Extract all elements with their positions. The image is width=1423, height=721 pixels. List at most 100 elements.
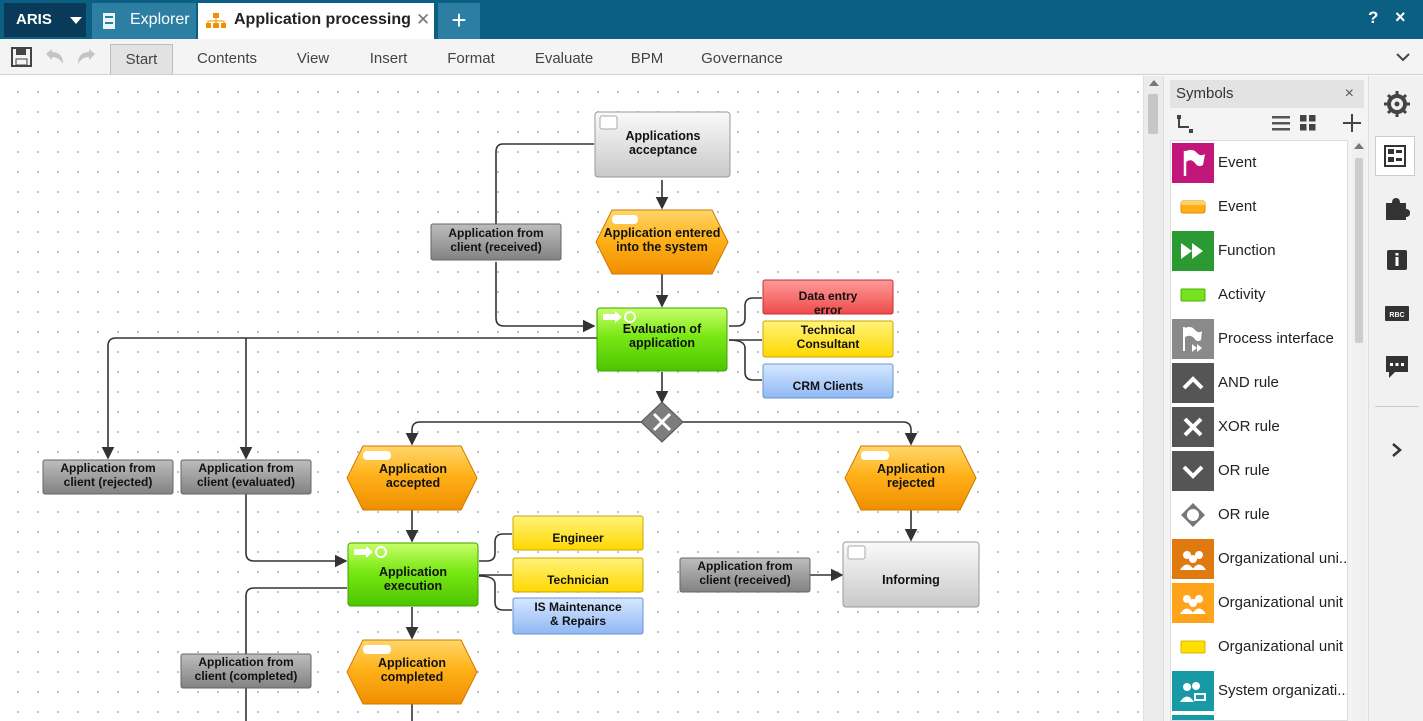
ribbon-tab-governance[interactable]: Governance	[701, 50, 783, 67]
symbol-or-rule[interactable]: OR rule	[1171, 449, 1347, 493]
puzzle-icon[interactable]	[1379, 190, 1415, 226]
help-icon[interactable]: ?	[1368, 8, 1379, 27]
symbol-organizational-unit[interactable]: Organizational unit	[1171, 581, 1347, 625]
symbols-panel: Symbols × Event Event Function Activity …	[1163, 76, 1368, 721]
symbol-or-rule-outline[interactable]: OR rule	[1171, 493, 1347, 537]
close-panel-icon[interactable]: ×	[1344, 85, 1354, 102]
ribbon-tab-format[interactable]: Format	[447, 50, 495, 67]
symbol-process-interface[interactable]: Process interface	[1171, 317, 1347, 361]
tab-application-processing[interactable]: Application processing ✕	[198, 3, 434, 39]
symbol-event[interactable]: Event	[1171, 141, 1347, 185]
symbol-label: Event	[1218, 198, 1257, 215]
canvas-vertical-scrollbar[interactable]	[1143, 76, 1163, 721]
connectors	[101, 143, 918, 721]
new-tab-button[interactable]: +	[438, 3, 480, 39]
info-icon[interactable]	[1379, 242, 1415, 278]
xor-rule-gateway[interactable]	[640, 401, 684, 443]
symbols-panel-toggle-icon[interactable]	[1375, 136, 1415, 176]
scrollbar-thumb[interactable]	[1148, 94, 1158, 134]
save-icon[interactable]	[11, 47, 33, 67]
system-crm-clients[interactable]: CRM Clients	[762, 363, 894, 399]
scrollbar-thumb[interactable]	[1355, 158, 1363, 343]
ribbon-tab-view[interactable]: View	[296, 50, 330, 67]
system-is-maintenance[interactable]: IS Maintenance& Repairs	[512, 597, 644, 635]
or-rule-icon	[1172, 451, 1214, 491]
symbol-label: Event	[1218, 154, 1257, 171]
tab-explorer[interactable]: Explorer	[92, 3, 196, 39]
symbol-label: Organizational unit	[1218, 594, 1344, 611]
list-view-icon[interactable]	[1272, 115, 1290, 131]
explorer-icon	[103, 13, 115, 29]
close-icon[interactable]: ×	[1395, 7, 1406, 27]
symbol-organizational-unit[interactable]: Organizational uni...	[1171, 537, 1347, 581]
process-informing[interactable]: Informing	[842, 541, 980, 608]
ribbon-tab-bpm[interactable]: BPM	[630, 50, 664, 67]
symbol-and-rule[interactable]: AND rule	[1171, 361, 1347, 405]
app-name: ARIS	[16, 11, 52, 28]
process-interface-icon	[1172, 319, 1214, 359]
symbol-label: OR rule	[1218, 506, 1270, 523]
symbol-label: Function	[1218, 242, 1276, 259]
redo-icon[interactable]	[76, 48, 98, 66]
ribbon-tab-contents[interactable]: Contents	[196, 50, 258, 67]
symbols-scrollbar[interactable]	[1352, 140, 1366, 721]
spell-check-icon[interactable]: RBC	[1379, 296, 1415, 332]
undo-icon[interactable]	[43, 48, 65, 66]
ribbon-tab-start[interactable]: Start	[110, 44, 173, 74]
symbol-organizational-unit[interactable]: Organizational unit	[1171, 625, 1347, 669]
caret-down-icon	[70, 17, 82, 24]
symbol-xor-rule[interactable]: XOR rule	[1171, 405, 1347, 449]
scroll-up-icon[interactable]	[1149, 80, 1159, 86]
symbol-system-organization[interactable]: System organizati...	[1171, 669, 1347, 713]
symbol-partial[interactable]	[1171, 713, 1347, 720]
symbols-panel-header: Symbols ×	[1170, 80, 1364, 108]
symbol-event[interactable]: Event	[1171, 185, 1347, 229]
symbol-activity[interactable]: Activity	[1171, 273, 1347, 317]
properties-gear-icon[interactable]	[1379, 86, 1415, 122]
ribbon-tab-evaluate[interactable]: Evaluate	[534, 50, 594, 67]
close-tab-icon[interactable]: ✕	[416, 10, 431, 29]
role-technician[interactable]: Technician	[512, 557, 644, 593]
add-symbol-icon[interactable]	[1343, 114, 1361, 132]
process-label: Informing	[882, 573, 940, 587]
symbol-label: Organizational unit	[1218, 638, 1344, 655]
grid-view-icon[interactable]	[1300, 115, 1316, 131]
symbol-label: OR rule	[1218, 462, 1270, 479]
symbols-title: Symbols	[1176, 85, 1234, 102]
comments-icon[interactable]	[1379, 348, 1415, 384]
scroll-up-icon[interactable]	[1354, 143, 1364, 149]
collapse-ribbon-icon[interactable]	[1396, 52, 1410, 62]
role-engineer[interactable]: Engineer	[512, 515, 644, 551]
expand-chevron-icon[interactable]	[1379, 432, 1415, 468]
symbol-icon	[1172, 715, 1214, 720]
connection-tool-icon[interactable]	[1176, 114, 1194, 134]
symbol-function[interactable]: Function	[1171, 229, 1347, 273]
role-label: Technician	[547, 573, 609, 587]
org-unit-icon	[1172, 583, 1214, 623]
model-icon	[206, 13, 226, 28]
aris-menu-button[interactable]: ARIS	[4, 3, 86, 37]
ribbon-tab-insert[interactable]: Insert	[369, 50, 408, 67]
